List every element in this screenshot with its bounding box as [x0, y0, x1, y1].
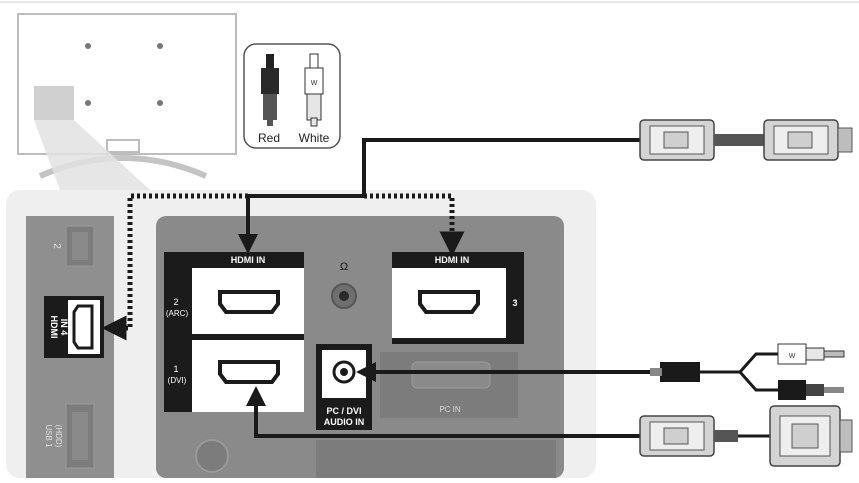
- hdmi-2-arc-port[interactable]: [218, 290, 280, 314]
- dvi-plug-core: [791, 423, 819, 449]
- headphone-icon: Ω: [340, 261, 348, 273]
- hdmi-1-dvi-port[interactable]: [218, 360, 280, 384]
- tv-mount-hole: [85, 43, 91, 49]
- audio-cable-plugs: W: [650, 343, 845, 400]
- hdmi-2-number: 2: [173, 297, 178, 307]
- red-plug-body: [261, 68, 279, 94]
- audio-cable-split-white: [700, 352, 780, 374]
- usb-1-label-line2: (HDD): [54, 425, 63, 448]
- tv-mount-hole: [157, 100, 163, 106]
- audio-in-label-line2: AUDIO IN: [324, 417, 365, 427]
- tv-back-illustration: [17, 13, 237, 190]
- side-panel: 2 HDMI IN 4 USB 1 (HDD): [26, 216, 114, 478]
- rca-white-grip: [805, 347, 825, 361]
- tv-mount-hole: [157, 43, 163, 49]
- white-plug-grip: [306, 93, 322, 121]
- hdmi-cable-segment: [714, 134, 764, 146]
- hdmi-in-4-label-line2: IN 4: [59, 319, 69, 336]
- white-plug-tip: [309, 53, 319, 69]
- alt-cable-to-hdmi-3: [364, 193, 465, 257]
- rca-white-tip: [823, 350, 845, 358]
- rca-red-plug: [778, 380, 806, 400]
- hdmi-plug-right-core: [787, 131, 813, 149]
- usb-2-port-inner: [72, 232, 88, 260]
- hdmi-3-number: 3: [512, 298, 517, 308]
- red-plug-grip: [263, 94, 277, 120]
- red-label: Red: [258, 131, 280, 145]
- hdmi-dvi-cable-to-port-1: [246, 386, 640, 438]
- tv-stand-neck: [106, 139, 140, 153]
- audio-in-label-line1: PC / DVI: [326, 406, 361, 416]
- alt-cable-to-hdmi-4: [101, 193, 248, 341]
- hdmi-in-label-left: HDMI IN: [231, 255, 266, 265]
- hdmi-3-port[interactable]: [418, 290, 480, 314]
- rca-color-legend: W Red White: [243, 43, 341, 149]
- rear-panel: HDMI IN 2 (ARC) 1 (DVI) Ω PC / DVI AUDIO…: [156, 216, 564, 478]
- usb-1-port-inner: [72, 412, 88, 460]
- white-plug-marker: W: [311, 80, 318, 87]
- bottom-connector-area: [316, 440, 556, 478]
- cables: [101, 138, 780, 438]
- dvi-plug-inner: [779, 415, 831, 457]
- red-plug-tail: [267, 118, 273, 126]
- white-plug-tail: [310, 117, 318, 127]
- hdmi-in-4-label-line1: HDMI: [49, 316, 59, 339]
- hdmi-dvi-cable-segment: [714, 430, 738, 442]
- hdmi-in-4-port[interactable]: [72, 304, 94, 350]
- hdmi-1-tag: (DVI): [168, 376, 187, 385]
- pc-in-label: PC IN: [439, 405, 461, 414]
- hdmi-dvi-cable-plugs: [639, 405, 853, 467]
- hdmi-plug-left-core: [663, 131, 689, 149]
- hdmi-plug-right-tip: [837, 127, 853, 153]
- hdmi-dvi-plug-hdmi-core: [663, 427, 689, 445]
- hdmi-cable-plugs: [639, 119, 853, 161]
- audio-cable-split-red: [738, 371, 780, 392]
- rca-red-tip: [824, 387, 844, 393]
- hdmi-in-label-right: HDMI IN: [435, 255, 470, 265]
- dvi-plug-pins: [839, 419, 853, 453]
- zoom-wedge: [34, 120, 150, 190]
- red-plug-tip: [266, 54, 274, 68]
- rca-red-grip: [806, 384, 824, 396]
- pc-in-port[interactable]: [411, 361, 491, 389]
- pc-dvi-audio-in-hole: [340, 368, 348, 376]
- rca-white-marker: W: [789, 353, 796, 360]
- tv-mount-hole: [85, 100, 91, 106]
- stereo-mini-plug: [660, 362, 700, 382]
- stereo-mini-plug-tip: [650, 368, 662, 376]
- tv-port-area: [34, 86, 74, 120]
- hdmi-plug-left-inner: [649, 125, 705, 155]
- white-label: White: [299, 131, 330, 145]
- usb-1-label-line1: USB 1: [44, 424, 53, 448]
- hdmi-1-number: 1: [173, 364, 178, 374]
- usb-2-label: 2: [51, 243, 62, 249]
- bottom-round-connector: [195, 439, 229, 473]
- headphone-jack-hole: [339, 291, 349, 301]
- hdmi-2-tag: (ARC): [166, 309, 189, 318]
